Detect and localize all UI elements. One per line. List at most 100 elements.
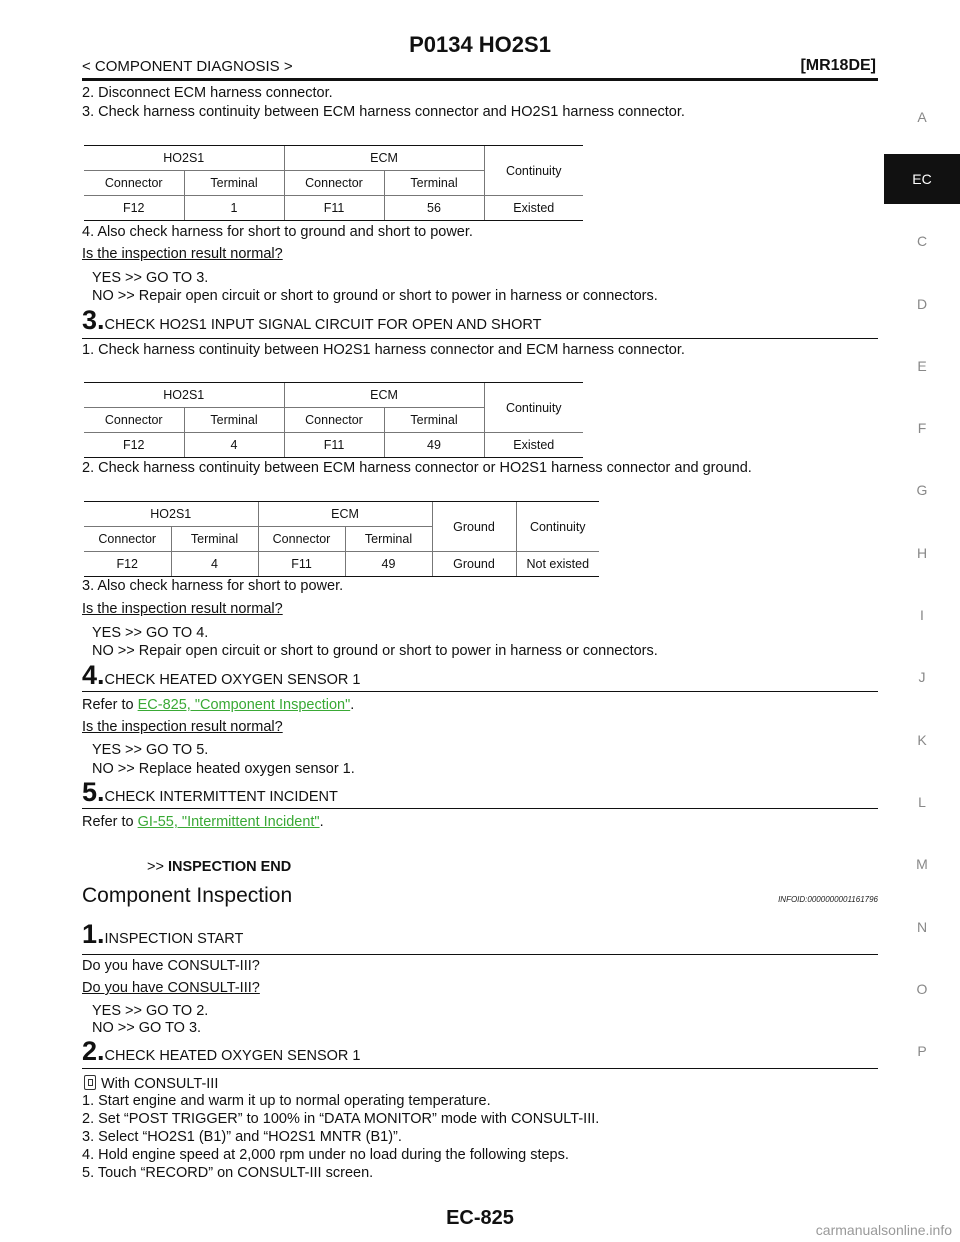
period: . (319, 814, 324, 830)
section-title: Component Inspection (82, 884, 293, 907)
table-cell: F12 (84, 551, 171, 577)
instruction-line: 2. Check harness continuity between ECM … (82, 460, 752, 476)
continuity-table-1: HO2S1 ECM Continuity Connector Terminal … (84, 145, 583, 221)
table-row: F12 4 F11 49 Ground Not existed (84, 551, 599, 577)
table-cell: 56 (383, 195, 484, 221)
step-heading-5: 5.CHECK INTERMITTENT INCIDENT (82, 777, 878, 809)
table-cell: Not existed (515, 551, 599, 577)
step-label: CHECK HO2S1 INPUT SIGNAL CIRCUIT FOR OPE… (104, 317, 542, 333)
table-header: Terminal (183, 407, 284, 433)
table-group-header: HO2S1 (84, 145, 284, 171)
table-header: Connector (257, 526, 345, 552)
instruction-line: 5. Touch “RECORD” on CONSULT-III screen. (82, 1165, 374, 1181)
answer-yes: YES >> GO TO 4. (92, 625, 209, 641)
step-number: 5. (82, 777, 105, 807)
step-label: CHECK INTERMITTENT INCIDENT (104, 789, 338, 805)
instruction-line: 1. Start engine and warm it up to normal… (82, 1093, 491, 1109)
table-header: Terminal (170, 526, 258, 552)
instruction-line: 3. Check harness continuity between ECM … (82, 104, 685, 120)
tab-j[interactable]: J (918, 669, 926, 686)
table-cell: 1 (183, 195, 284, 221)
answer-yes: YES >> GO TO 3. (92, 270, 209, 286)
tab-g[interactable]: G (916, 482, 928, 499)
answer-no: NO >> Replace heated oxygen sensor 1. (92, 761, 355, 777)
table-header: Terminal (344, 526, 432, 552)
table-header: Connector (283, 170, 384, 196)
table-group-header: ECM (283, 382, 484, 408)
instruction-line: 2. Set “POST TRIGGER” to 100% in “DATA M… (82, 1111, 600, 1127)
step-number: 1. (82, 919, 105, 949)
component-inspection-link[interactable]: EC-825, "Component Inspection" (137, 697, 351, 713)
instruction-line: 3. Select “HO2S1 (B1)” and “HO2S1 MNTR (… (82, 1129, 402, 1145)
tab-m[interactable]: M (916, 856, 928, 873)
table-header: Connector (84, 407, 184, 433)
refer-line: Refer to EC-825, "Component Inspection". (82, 697, 354, 714)
tab-l[interactable]: L (918, 793, 926, 810)
table-cell: F11 (283, 432, 384, 458)
table-header: Continuity (483, 382, 583, 433)
step-number: 3. (82, 305, 105, 335)
tab-o[interactable]: O (916, 980, 928, 997)
table-header: Ground (431, 501, 516, 552)
instruction-line: 2. Disconnect ECM harness connector. (82, 85, 333, 101)
ground-continuity-table: HO2S1 ECM Ground Continuity Connector Te… (84, 501, 599, 577)
table-header: Terminal (183, 170, 284, 196)
tab-e[interactable]: E (917, 357, 927, 374)
table-header: Terminal (383, 407, 484, 433)
table-header: Continuity (483, 145, 583, 196)
continuity-table-2: HO2S1 ECM Continuity Connector Terminal … (84, 382, 583, 458)
tab-i[interactable]: I (920, 607, 924, 624)
table-header: Connector (283, 407, 384, 433)
step-heading-3: 3.CHECK HO2S1 INPUT SIGNAL CIRCUIT FOR O… (82, 305, 878, 339)
table-row: F12 4 F11 49 Existed (84, 432, 583, 458)
step-label: CHECK HEATED OXYGEN SENSOR 1 (104, 1048, 361, 1064)
refer-prefix: Refer to (82, 814, 138, 830)
answer-no: NO >> Repair open circuit or short to gr… (92, 288, 658, 304)
table-cell: Existed (483, 195, 583, 221)
inspection-end: >> INSPECTION END (147, 859, 291, 876)
instruction-line: 4. Also check harness for short to groun… (82, 224, 473, 240)
table-header: Connector (84, 526, 171, 552)
table-cell: 49 (383, 432, 484, 458)
question: Is the inspection result normal? (82, 246, 283, 262)
step-heading-c1: 1.INSPECTION START (82, 919, 878, 955)
header-rule (82, 78, 878, 81)
page-title: P0134 HO2S1 (409, 32, 551, 57)
end-label: INSPECTION END (167, 859, 292, 875)
page-number: EC-825 (446, 1207, 514, 1229)
instruction-line: 4. Hold engine speed at 2,000 rpm under … (82, 1147, 569, 1163)
tab-k[interactable]: K (917, 731, 927, 748)
table-row: F12 1 F11 56 Existed (84, 195, 583, 221)
table-cell: 49 (344, 551, 432, 577)
tab-c[interactable]: C (916, 233, 928, 250)
tab-ec[interactable]: EC (884, 154, 960, 205)
tab-n[interactable]: N (916, 918, 928, 935)
instruction-line: Do you have CONSULT-III? (82, 958, 260, 974)
watermark: carmanualsonline.info (815, 1222, 952, 1238)
table-header: Connector (84, 170, 184, 196)
instruction-line: 3. Also check harness for short to power… (82, 578, 344, 594)
info-id: INFOID:0000000001161796 (778, 895, 878, 904)
answer-yes: YES >> GO TO 2. (92, 1003, 209, 1019)
tab-p[interactable]: P (917, 1043, 927, 1060)
instruction-line: 1. Check harness continuity between HO2S… (82, 342, 685, 358)
step-heading-4: 4.CHECK HEATED OXYGEN SENSOR 1 (82, 660, 878, 692)
step-label: INSPECTION START (104, 931, 244, 947)
section-breadcrumb: < COMPONENT DIAGNOSIS > (82, 58, 293, 75)
table-group-header: HO2S1 (84, 382, 284, 408)
end-arrow: >> (147, 859, 168, 875)
table-group-header: ECM (283, 145, 484, 171)
intermittent-incident-link[interactable]: GI-55, "Intermittent Incident" (137, 814, 320, 830)
table-cell: 4 (183, 432, 284, 458)
tab-a[interactable]: A (917, 109, 927, 125)
table-cell: 4 (170, 551, 258, 577)
step-label: CHECK HEATED OXYGEN SENSOR 1 (104, 672, 361, 688)
table-header: Continuity (515, 501, 599, 552)
tab-h[interactable]: H (916, 544, 928, 561)
tab-d[interactable]: D (916, 295, 928, 312)
tab-f[interactable]: F (917, 420, 927, 437)
table-group-header: ECM (257, 501, 432, 527)
engine-model: [MR18DE] (800, 57, 876, 74)
answer-no: NO >> GO TO 3. (92, 1020, 202, 1036)
table-cell: F11 (283, 195, 384, 221)
